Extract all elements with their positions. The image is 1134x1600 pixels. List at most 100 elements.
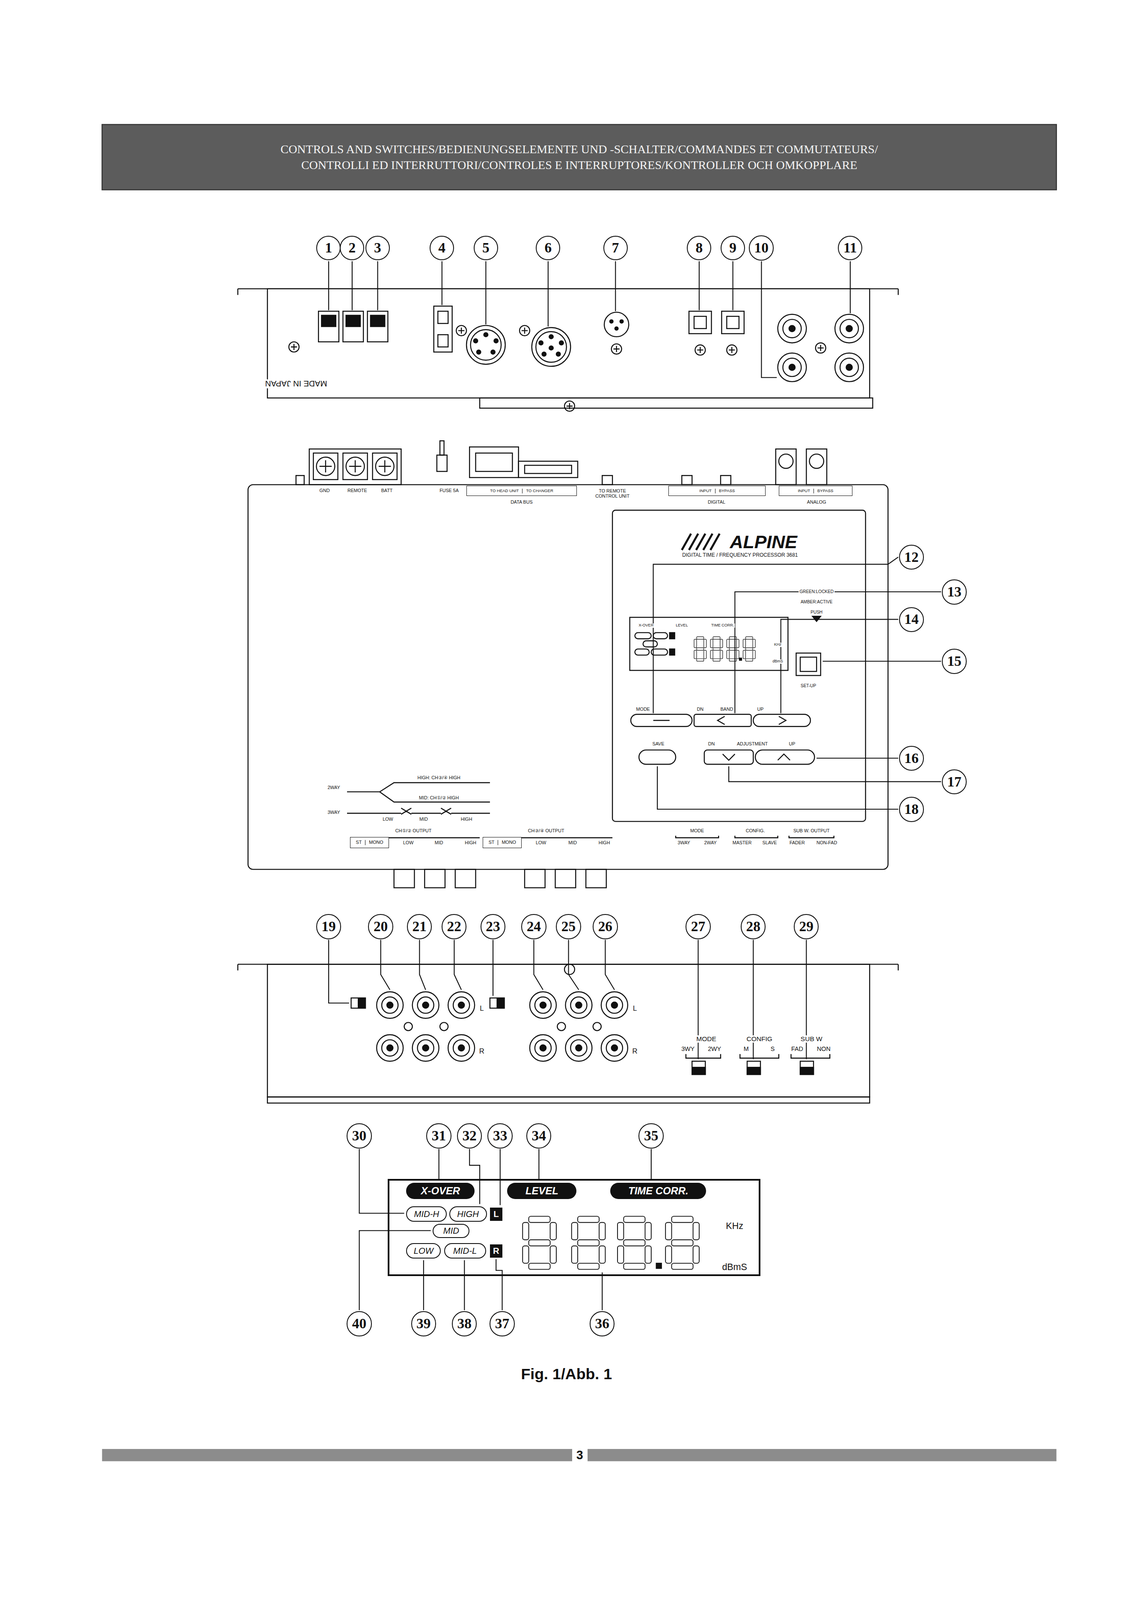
callout-number: 32 (457, 1123, 482, 1149)
rear-panel (433, 305, 453, 352)
display-window: KHzdBmSX-OVERLEVELTIME CORR.MID-HHIGHLMI… (387, 1178, 761, 1277)
part-label: LOW (534, 840, 547, 846)
callout-number: 20 (368, 914, 393, 939)
callout-number: 15 (941, 648, 967, 674)
callout-text: 25 (561, 918, 576, 935)
part-label: 2WAY (703, 840, 718, 846)
indicator-text: LOW (413, 1246, 434, 1256)
callout-number: 31 (426, 1123, 452, 1149)
indicator-text: TIME CORR. (628, 1185, 689, 1197)
rear-panel (846, 325, 852, 332)
part-label: HIGH (597, 840, 612, 846)
indicator-text: INPUT (797, 488, 811, 494)
indicator-text: X-OVER (421, 1185, 461, 1197)
part-label: CONFIG. (745, 828, 766, 834)
callout-number: 10 (748, 235, 774, 261)
callout-text: 10 (754, 240, 769, 256)
part-label: CH①/② OUTPUT (394, 828, 433, 834)
segment-digits (656, 1263, 662, 1269)
unit-front-view (691, 1067, 706, 1075)
unit-top-view (675, 835, 835, 838)
segment-digits (550, 1246, 557, 1264)
unit-front-view (422, 1002, 429, 1009)
callout-number: 1 (316, 235, 341, 261)
unit-top-view (800, 657, 817, 672)
unit-top-view (720, 475, 731, 485)
part-label: 3WAY (326, 810, 341, 816)
part-label: MID (567, 840, 578, 846)
callout-text: 6 (544, 240, 552, 256)
connector-pins (549, 334, 554, 339)
rear-panel (721, 311, 744, 334)
callout-text: 29 (799, 918, 814, 935)
label-box: STMONO (482, 837, 522, 849)
part-label: GREEN:LOCKED (798, 589, 835, 595)
rear-panel (688, 311, 712, 334)
segment-digits (693, 1246, 700, 1264)
unit-top-view (248, 440, 889, 888)
part-label: BAND (719, 706, 734, 713)
connector-pins (559, 340, 564, 345)
leader-line (653, 557, 942, 810)
channel-indicator: R (489, 1244, 503, 1258)
segment-digits (720, 650, 723, 660)
unit-front-view (448, 991, 475, 1019)
unit-top-view (681, 475, 692, 485)
part-label: FADER (788, 840, 806, 846)
unit-top-view (347, 782, 490, 802)
segment-digits (571, 1222, 578, 1241)
part-label: LOW (402, 840, 415, 846)
unit-front-view (593, 1022, 602, 1031)
unit-front-view (386, 1002, 393, 1009)
callout-number: 2 (339, 235, 365, 261)
segment-digits (710, 639, 713, 648)
rear-panel (321, 315, 336, 327)
callout-number: 39 (411, 1311, 437, 1336)
leader-line (359, 1148, 652, 1214)
unit-top-view (455, 869, 476, 888)
part-label: UP (787, 741, 796, 747)
segment-digits (696, 647, 704, 651)
rear-panel (267, 288, 870, 398)
rear-panel (834, 314, 864, 343)
label-box: STMONO (350, 837, 389, 849)
unit-top-view (812, 616, 821, 622)
part-label: 2WAY (326, 785, 341, 791)
unit-top-view (602, 475, 613, 485)
callout-number: 25 (555, 914, 581, 939)
indicator-text: BYPASS (715, 488, 735, 494)
leader-line (328, 261, 942, 1310)
callout-number: 4 (429, 235, 455, 261)
indicator-text: KHz (725, 1221, 744, 1232)
rear-panel (840, 358, 859, 377)
callout-text: 4 (438, 240, 446, 256)
connector-pins (483, 332, 489, 337)
title-band (102, 124, 1057, 190)
callout-text: 31 (431, 1128, 446, 1144)
unit-top-view (795, 653, 821, 676)
connector-pins (614, 326, 619, 331)
callout-number: 36 (589, 1311, 615, 1336)
callout-number: 30 (346, 1123, 372, 1149)
part-label: TIME CORR. (710, 623, 735, 628)
part-label: M (742, 1045, 750, 1053)
indicator-text: R (492, 1246, 500, 1256)
connector-pins (556, 352, 561, 357)
part-label: SET-UP (799, 683, 817, 689)
callout-text: 1 (325, 240, 333, 256)
unit-top-view (778, 454, 793, 469)
segment-digits (752, 650, 756, 660)
brand-logo: ALPINE (728, 531, 798, 553)
unit-front-view (564, 964, 575, 975)
segment-digits (745, 658, 753, 662)
origin-marking: MADE IN JAPAN (264, 379, 328, 389)
segment-digits (745, 636, 753, 640)
segment-digits (522, 1246, 529, 1264)
part-label: REMOTE (346, 488, 369, 494)
unit-top-view (518, 461, 578, 478)
unit-front-view (691, 1061, 706, 1075)
unit-front-view (412, 991, 440, 1019)
unit-front-view (453, 997, 470, 1014)
callout-text: 11 (843, 240, 858, 256)
unit-top-view (722, 754, 790, 760)
